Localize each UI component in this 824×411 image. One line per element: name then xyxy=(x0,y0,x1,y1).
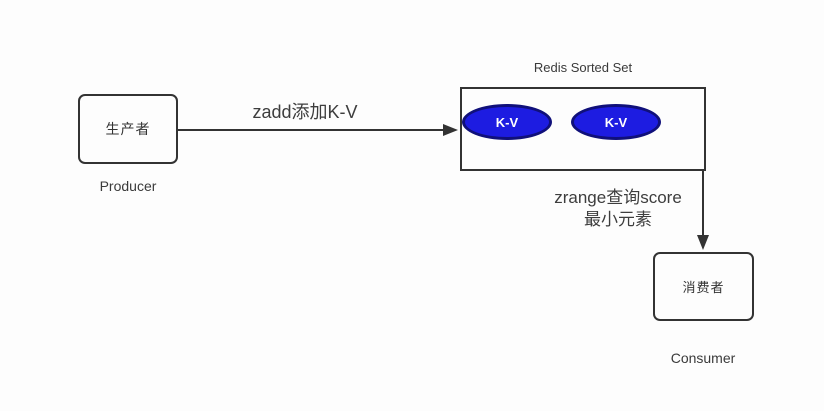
kv-item-2-label: K-V xyxy=(604,114,628,130)
redis-sorted-set-title: Redis Sorted Set xyxy=(533,60,633,75)
consumer-node-label: 消费者 xyxy=(682,280,725,295)
kv-item-1: K-V xyxy=(462,104,552,140)
producer-caption: Producer xyxy=(99,178,157,194)
zrange-arrowhead-icon xyxy=(697,235,709,250)
producer-node-label: 生产者 xyxy=(105,121,151,137)
zrange-edge-label-line1: zrange查询score xyxy=(554,188,682,207)
zrange-arrow xyxy=(697,170,709,250)
zrange-edge-label-line2: 最小元素 xyxy=(584,210,652,229)
zadd-edge-label: zadd添加K-V xyxy=(252,102,358,122)
consumer-caption: Consumer xyxy=(670,350,736,366)
consumer-node: 消费者 xyxy=(653,252,754,321)
zadd-arrowhead-icon xyxy=(443,124,458,136)
zadd-arrow xyxy=(178,124,458,136)
zrange-edge-label: zrange查询score 最小元素 xyxy=(528,187,708,231)
producer-node: 生产者 xyxy=(78,94,178,164)
kv-item-2: K-V xyxy=(571,104,661,140)
kv-item-1-label: K-V xyxy=(495,114,519,130)
